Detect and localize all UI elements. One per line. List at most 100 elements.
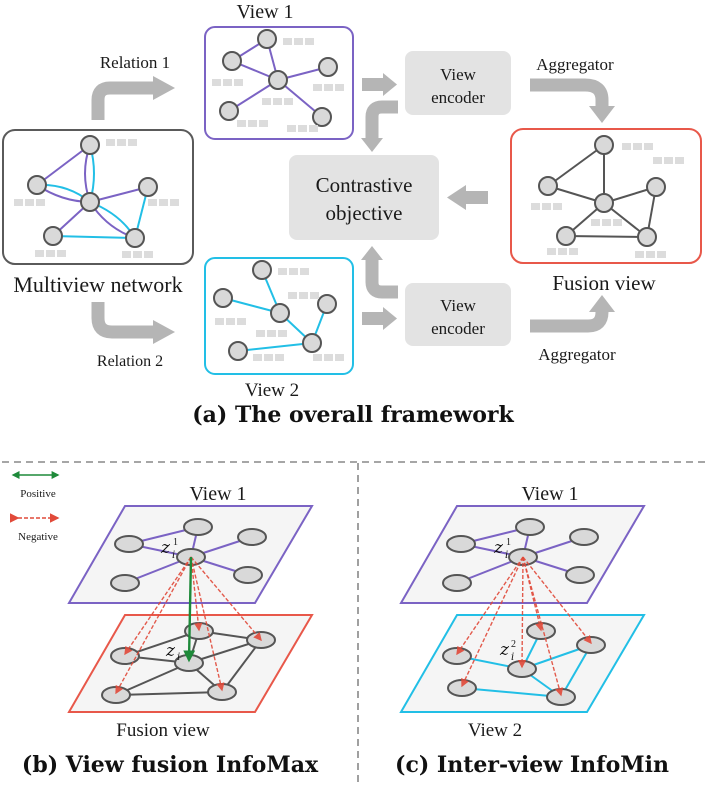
feature-square — [278, 268, 287, 275]
view1-label: View 1 — [236, 1, 293, 23]
panel-c-bottom-label: View 2 — [468, 720, 522, 741]
view2-label: View 2 — [245, 380, 299, 401]
graph-node — [110, 574, 140, 592]
graph-node — [556, 226, 576, 246]
graph-node — [515, 518, 545, 536]
graph-edge — [115, 662, 190, 696]
feature-square — [531, 203, 540, 210]
panel-b-target-sub: i — [177, 652, 180, 663]
graph-node — [233, 566, 263, 584]
feature-square — [256, 330, 265, 337]
feature-square — [215, 318, 224, 325]
panel-c-anchor-sub: i — [505, 550, 508, 561]
graph-node — [219, 101, 239, 121]
multiview-network-label: Multiview network — [13, 272, 182, 297]
negative-arrow — [115, 556, 192, 695]
feature-square — [159, 199, 168, 206]
feature-square — [300, 268, 309, 275]
encoder-top-to-contrastive-head — [361, 138, 383, 152]
panel-c: View 1 z i 1 z i 2 View 2 (c) Inter-view… — [395, 483, 669, 778]
graph-edge — [221, 639, 262, 693]
negative-arrow — [522, 556, 592, 645]
feature-square — [591, 219, 600, 226]
aggregator-bottom-label: Aggregator — [538, 345, 616, 364]
view-encoder-top-line2: encoder — [431, 88, 485, 107]
relation1-label: Relation 1 — [100, 53, 170, 72]
view1-to-encoder-shaft — [362, 78, 384, 91]
feature-square — [144, 251, 153, 258]
feature-square — [25, 199, 34, 206]
feature-square — [547, 248, 556, 255]
graph-node — [594, 193, 614, 213]
encoder-bottom-to-contrastive — [365, 258, 398, 299]
feature-square — [57, 250, 66, 257]
panel-c-target-sup: 2 — [511, 639, 516, 650]
panel-c-anchor-sup: 1 — [506, 537, 511, 548]
graph-node — [526, 622, 556, 640]
fusion-to-contrastive-head — [447, 185, 466, 210]
panel-a: Multiview network Relation 1 Relation 2 … — [2, 1, 702, 428]
graph-node — [447, 679, 477, 697]
graph-node — [442, 574, 472, 592]
view2-to-encoder-head — [383, 307, 397, 330]
aggregator-top-arrowhead — [589, 106, 615, 123]
graph-node — [546, 688, 576, 706]
graph-node — [594, 135, 614, 155]
negative-arrow — [190, 556, 225, 692]
view1-to-encoder-head — [383, 73, 397, 96]
feature-square — [14, 199, 23, 206]
feature-square — [309, 125, 318, 132]
graph-node — [183, 518, 213, 536]
panel-b-bottom-label: Fusion view — [116, 720, 210, 741]
graph-edge — [565, 235, 648, 238]
encoder-top-to-contrastive — [365, 100, 398, 140]
feature-square — [248, 120, 257, 127]
graph-node — [446, 535, 476, 553]
legend-positive-label: Positive — [20, 488, 56, 500]
graph-node — [312, 107, 332, 127]
panel-c-contrast-arrows — [456, 556, 592, 697]
contrastive-line1: Contrastive — [316, 173, 413, 197]
graph-node — [252, 260, 272, 280]
feature-square — [305, 38, 314, 45]
panel-b: Positive Negative View 1 z i 1 z i Fusio… — [10, 471, 319, 778]
feature-square — [294, 38, 303, 45]
feature-square — [287, 125, 296, 132]
fusion-graph — [531, 135, 684, 258]
feature-square — [212, 79, 221, 86]
feature-square — [553, 203, 562, 210]
feature-square — [237, 318, 246, 325]
panel-b-anchor-z: z — [160, 538, 171, 558]
graph-node — [125, 228, 145, 248]
feature-square — [664, 157, 673, 164]
feature-square — [273, 98, 282, 105]
view1-graph — [212, 29, 344, 132]
feature-square — [646, 251, 655, 258]
panel-b-target-z: z — [165, 641, 176, 661]
relation2-arrowhead — [153, 320, 175, 344]
feature-square — [657, 251, 666, 258]
feature-square — [613, 219, 622, 226]
negative-arrow — [456, 556, 524, 656]
panel-c-top-label: View 1 — [521, 483, 578, 505]
positive-arrow — [183, 556, 196, 663]
graph-node — [213, 288, 233, 308]
feature-square — [106, 139, 115, 146]
graph-node — [101, 686, 131, 704]
view2-to-encoder-shaft — [362, 312, 384, 325]
aggregator-bottom-arrowhead — [589, 295, 615, 312]
feature-square — [335, 354, 344, 361]
feature-square — [46, 250, 55, 257]
aggregator-top-arrow — [530, 78, 609, 108]
negative-arrow — [190, 556, 203, 632]
relation2-label: Relation 2 — [97, 353, 163, 370]
feature-square — [633, 143, 642, 150]
feature-square — [275, 354, 284, 361]
legend-negative-label: Negative — [18, 531, 58, 543]
graph-node — [442, 647, 472, 665]
graph-node — [237, 528, 267, 546]
feature-square — [133, 251, 142, 258]
graph-node — [507, 660, 537, 678]
panel-b-caption: (b) View fusion InfoMax — [22, 752, 319, 778]
